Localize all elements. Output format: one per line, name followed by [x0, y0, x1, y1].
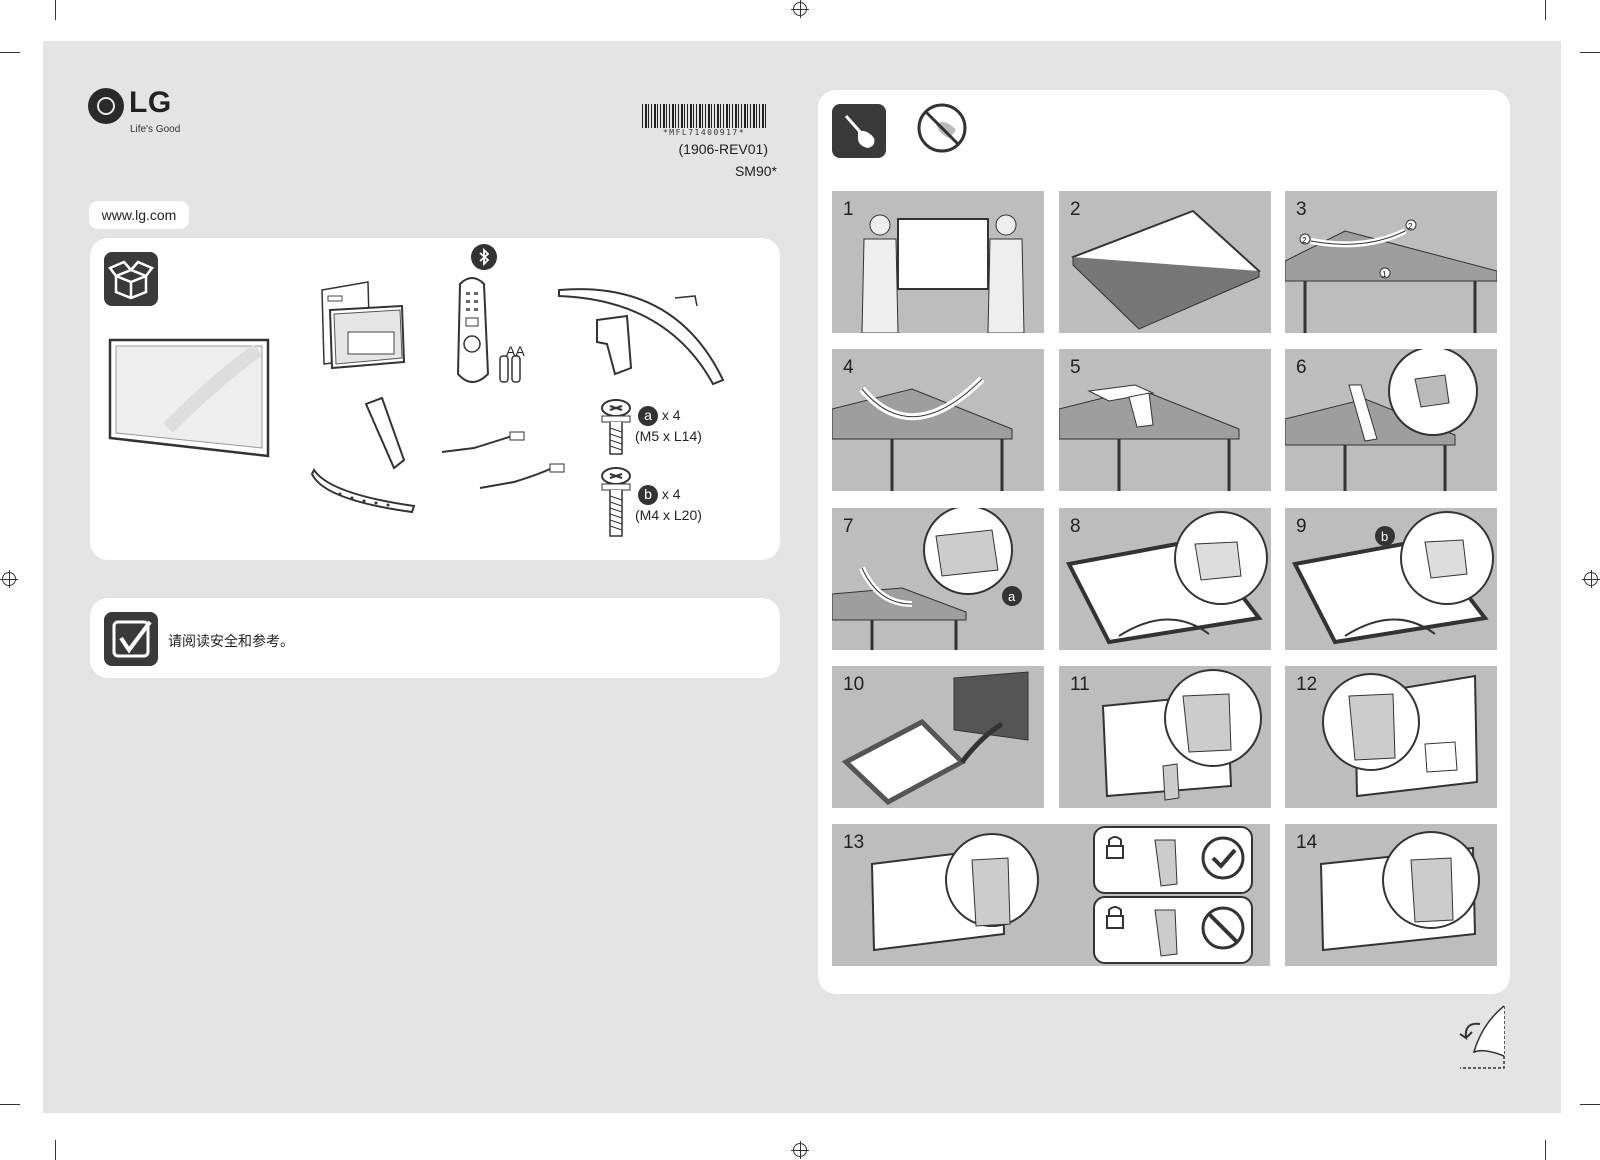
registration-mark — [791, 0, 809, 18]
step-tile-4: 4 — [832, 349, 1044, 491]
step-tile-10: 10 — [832, 666, 1044, 808]
battery-label: AA — [506, 343, 525, 359]
step-number: 3 — [1296, 199, 1307, 220]
safety-notice-panel: 请阅读安全和参考。 — [90, 598, 780, 678]
bluetooth-icon — [471, 244, 497, 270]
step3-callout: 2 — [1408, 222, 1413, 231]
screw-a-illustration — [601, 399, 631, 455]
screw-b-illustration — [601, 467, 631, 537]
registration-mark — [0, 570, 18, 588]
screw-b-marker: b — [638, 485, 658, 505]
step-number: 4 — [843, 357, 854, 378]
revision-code: (1906-REV01) — [678, 141, 769, 157]
step-number: 10 — [843, 674, 865, 695]
step7-marker: a — [1008, 589, 1016, 604]
step-tile-11: 11 — [1059, 666, 1271, 808]
av-cable-illustration — [441, 431, 565, 489]
manual-illustration — [321, 281, 406, 370]
barcode-text: *MFL71400917* — [662, 128, 746, 137]
step-number: 8 — [1070, 516, 1081, 537]
registration-mark — [1582, 570, 1600, 588]
step-tile-9: b 9 — [1285, 508, 1497, 650]
screw-b-qty: b x 4 — [638, 485, 681, 505]
barcode — [642, 104, 766, 128]
step3-callout: 1 — [1382, 270, 1387, 279]
step-number: 11 — [1070, 674, 1090, 695]
registration-mark — [791, 1141, 809, 1159]
step-number: 5 — [1070, 357, 1081, 378]
step-tile-3: 2 2 1 3 — [1285, 191, 1497, 333]
cable-cover-illustration — [364, 396, 406, 470]
brand-tagline: Life's Good — [130, 124, 181, 135]
remote-illustration — [456, 277, 521, 383]
correct-method-box — [1093, 826, 1253, 894]
step-number: 9 — [1296, 516, 1307, 537]
step-number: 7 — [843, 516, 854, 537]
step-number: 13 — [843, 832, 865, 853]
cable-holder-illustration — [310, 468, 416, 514]
step-number: 1 — [843, 199, 854, 220]
screwdriver-icon — [832, 104, 886, 158]
screw-a-qty: a x 4 — [638, 406, 681, 426]
page-turn-icon[interactable] — [1458, 1004, 1510, 1070]
step-number: 2 — [1070, 199, 1081, 220]
step-tile-14: 14 — [1285, 824, 1497, 966]
lock-icon — [1108, 906, 1122, 916]
step-tile-1: 1 — [832, 191, 1044, 333]
step-tile-2: 2 — [1059, 191, 1271, 333]
step-tile-6: 6 — [1285, 349, 1497, 491]
lock-icon — [1108, 836, 1122, 846]
parts-panel: AA a x 4 (M5 x L14) b x 4 (M4 x L20) — [90, 238, 780, 560]
step3-callout: 2 — [1302, 236, 1307, 245]
stand-illustration — [558, 288, 725, 386]
checklist-icon — [104, 612, 158, 666]
brand-name: LG — [129, 86, 172, 119]
tv-illustration — [108, 338, 270, 458]
lg-logo-icon — [88, 88, 124, 124]
step-tile-13: 13 — [832, 824, 1270, 966]
screw-a-marker: a — [638, 406, 658, 426]
step-number: 12 — [1296, 674, 1318, 695]
step-number: 6 — [1296, 357, 1307, 378]
safety-notice-text: 请阅读安全和参考。 — [168, 633, 294, 649]
step9-marker: b — [1381, 529, 1388, 544]
step-tile-7: a 7 — [832, 508, 1044, 650]
website-url[interactable]: www.lg.com — [89, 201, 189, 229]
check-icon — [1201, 836, 1245, 880]
model-number: SM90* — [734, 163, 777, 179]
screw-a-size: (M5 x L14) — [635, 428, 702, 444]
step-tile-5: 5 — [1059, 349, 1271, 491]
step-number: 14 — [1296, 832, 1318, 853]
incorrect-method-box — [1093, 896, 1253, 964]
no-power-tool-icon — [916, 102, 968, 154]
step-tile-12: 12 — [1285, 666, 1497, 808]
screw-b-size: (M4 x L20) — [635, 507, 702, 523]
unbox-icon — [104, 252, 158, 306]
step-tile-8: 8 — [1059, 508, 1271, 650]
